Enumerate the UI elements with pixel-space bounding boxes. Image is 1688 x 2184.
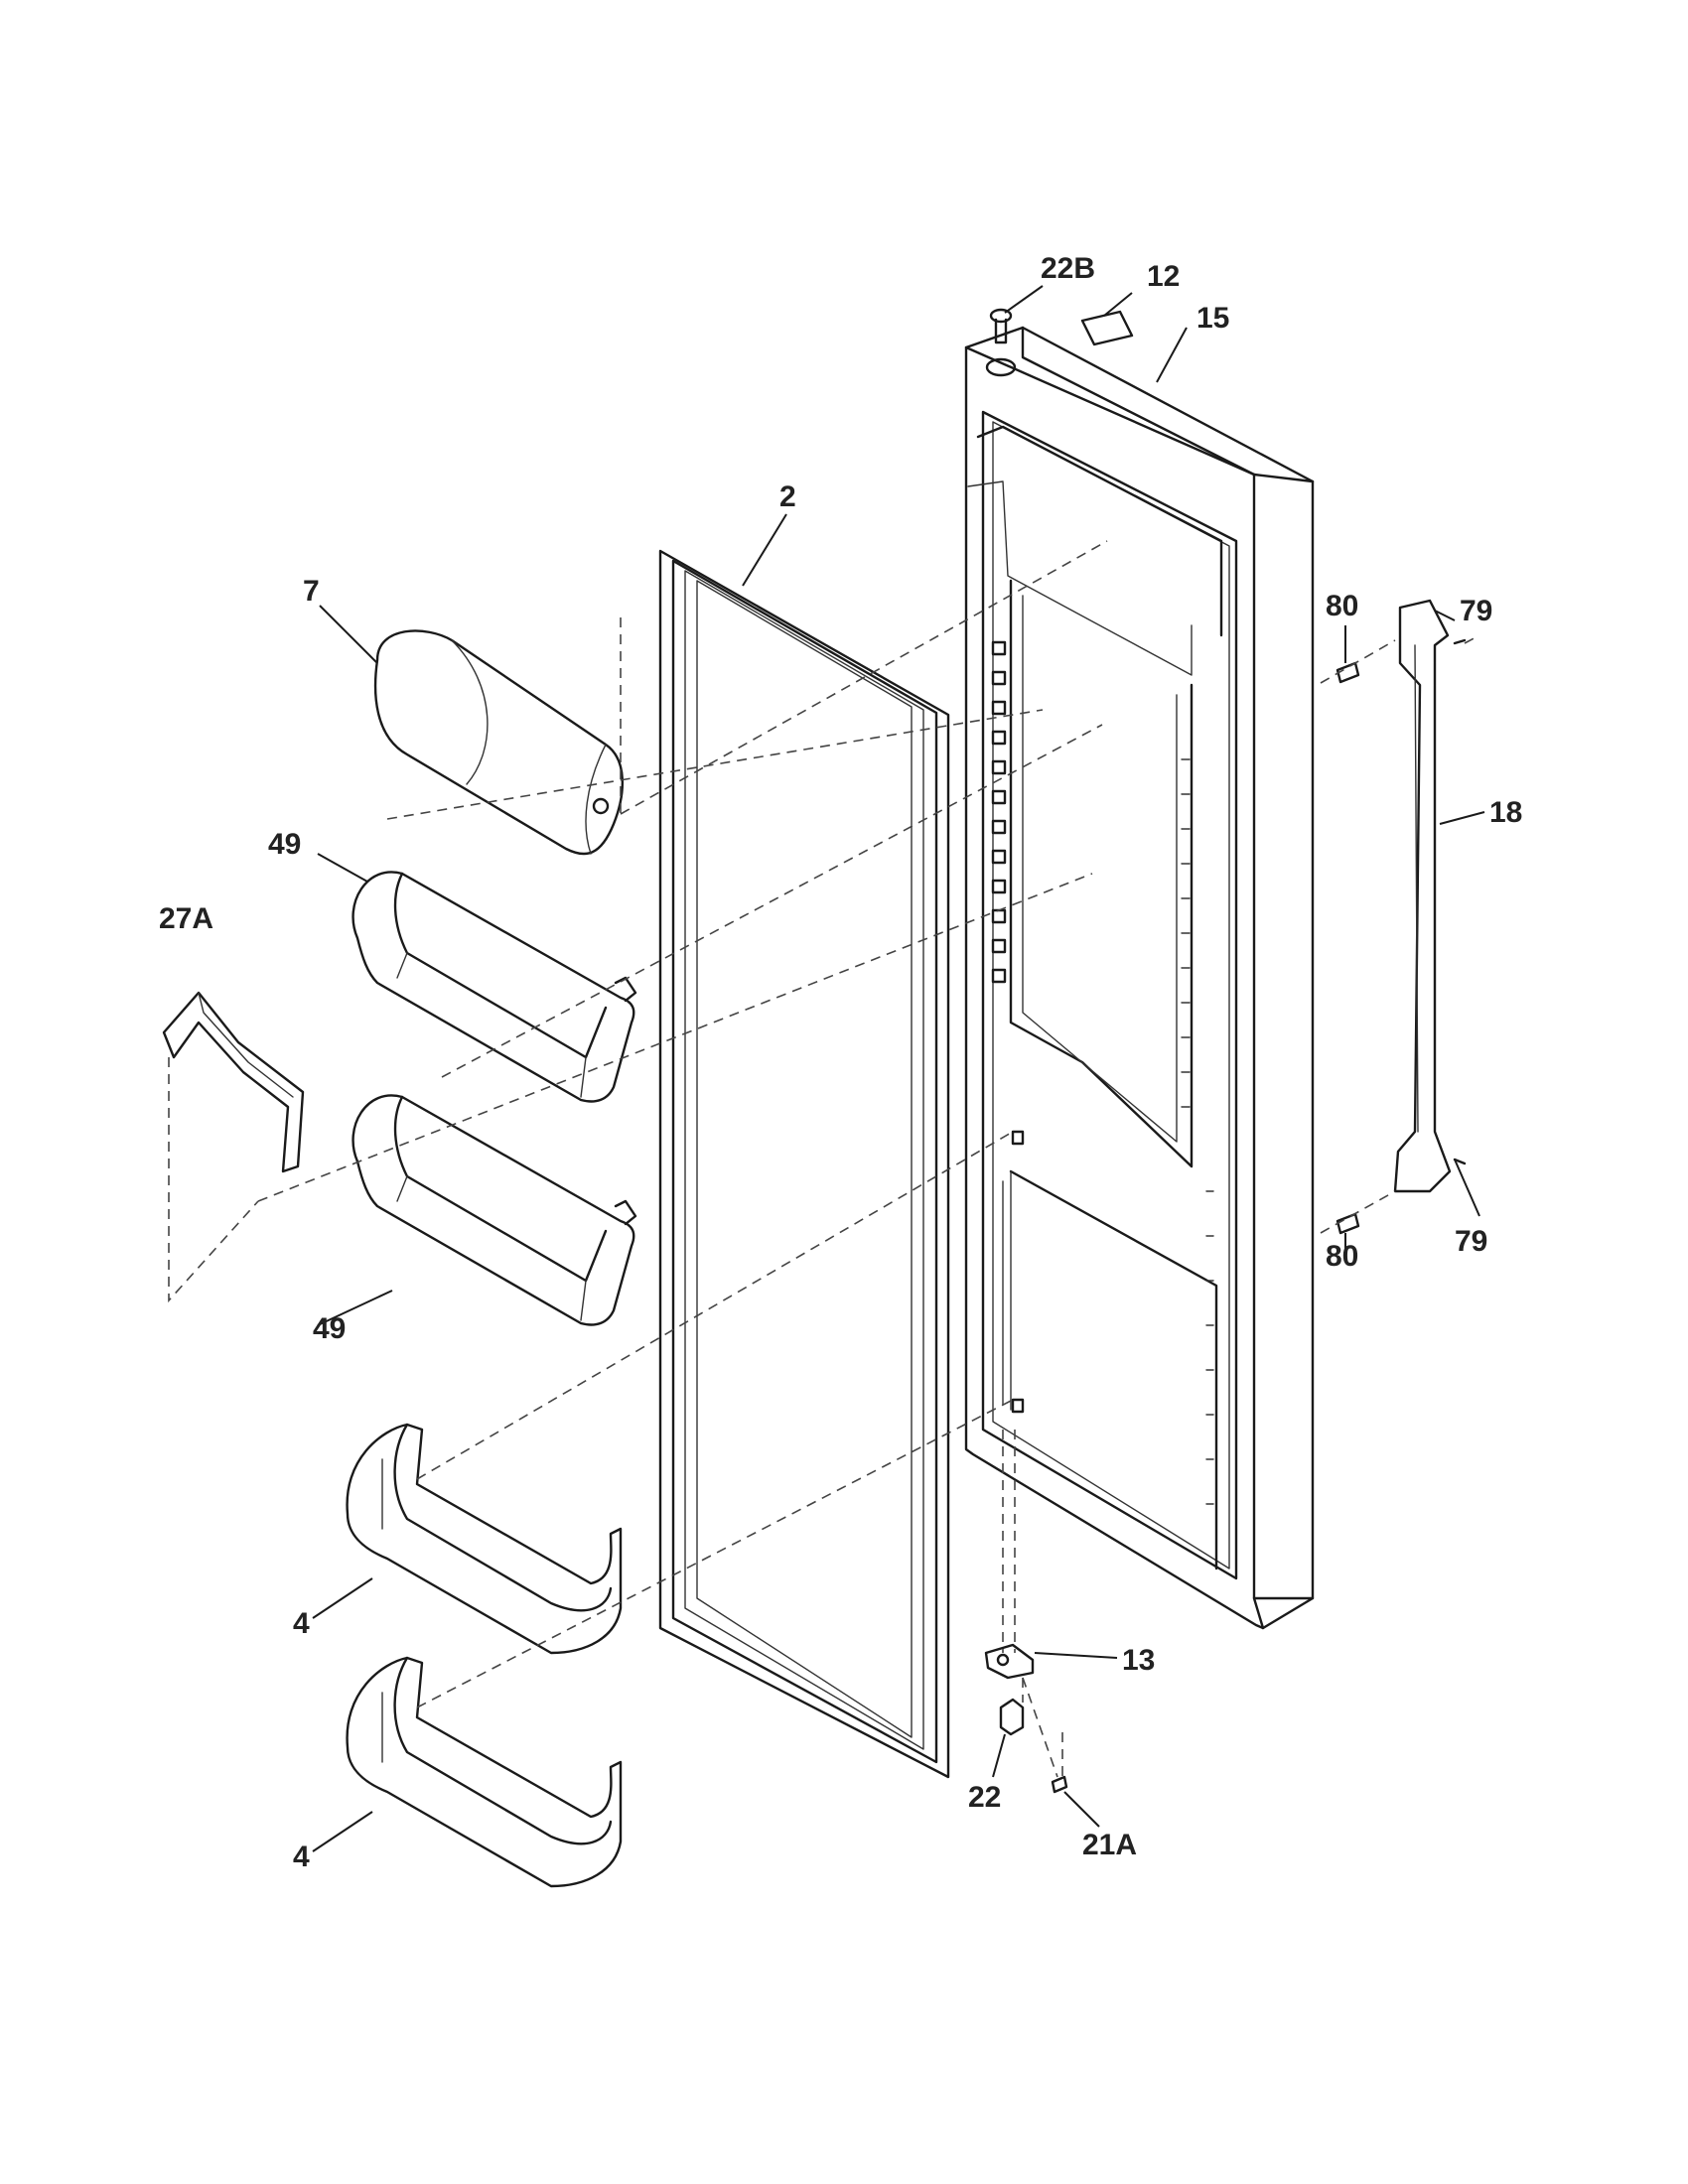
door-panel — [964, 326, 1315, 1630]
callout-2: 2 — [779, 480, 796, 513]
dairy-bin — [373, 629, 624, 856]
top-hinge-pin — [985, 308, 1017, 377]
callout-4-bottom: 4 — [293, 1841, 310, 1873]
callout-7: 7 — [303, 575, 320, 608]
callout-80-bottom: 80 — [1326, 1240, 1358, 1273]
callout-27a: 27A — [159, 902, 213, 935]
bin-handle-27a — [162, 991, 305, 1173]
door-bin-upper — [352, 871, 637, 1103]
callout-15: 15 — [1196, 302, 1229, 335]
gallon-bin-lower — [346, 1656, 623, 1888]
leader-lines — [312, 285, 1485, 1852]
callout-49-bottom: 49 — [313, 1312, 346, 1345]
hinge-screw — [1051, 1775, 1068, 1794]
handle-screws — [1336, 638, 1467, 1235]
callout-22: 22 — [968, 1781, 1001, 1814]
gallon-bin-upper — [346, 1423, 623, 1655]
callout-22b: 22B — [1041, 252, 1095, 285]
door-handle — [1393, 599, 1452, 1193]
callout-21a: 21A — [1082, 1829, 1137, 1861]
callout-13: 13 — [1122, 1644, 1155, 1677]
assembly-lines — [168, 540, 1480, 1778]
callout-12: 12 — [1147, 260, 1180, 293]
callouts: 22B 12 15 2 7 80 79 49 18 27A 80 79 49 4… — [159, 252, 1522, 1873]
callout-4-top: 4 — [293, 1607, 310, 1640]
door-gasket — [658, 549, 950, 1779]
callout-18: 18 — [1489, 796, 1522, 829]
label-plate — [1080, 310, 1134, 346]
callout-79-top: 79 — [1460, 595, 1492, 627]
callout-49-top: 49 — [268, 828, 301, 861]
callout-79-bottom: 79 — [1455, 1225, 1487, 1258]
bottom-hinge — [984, 1643, 1035, 1680]
side-ribs — [1181, 758, 1214, 1505]
door-bin-lower — [352, 1094, 637, 1326]
bottom-hinge-pin — [999, 1698, 1025, 1736]
callout-80-top: 80 — [1326, 590, 1358, 622]
